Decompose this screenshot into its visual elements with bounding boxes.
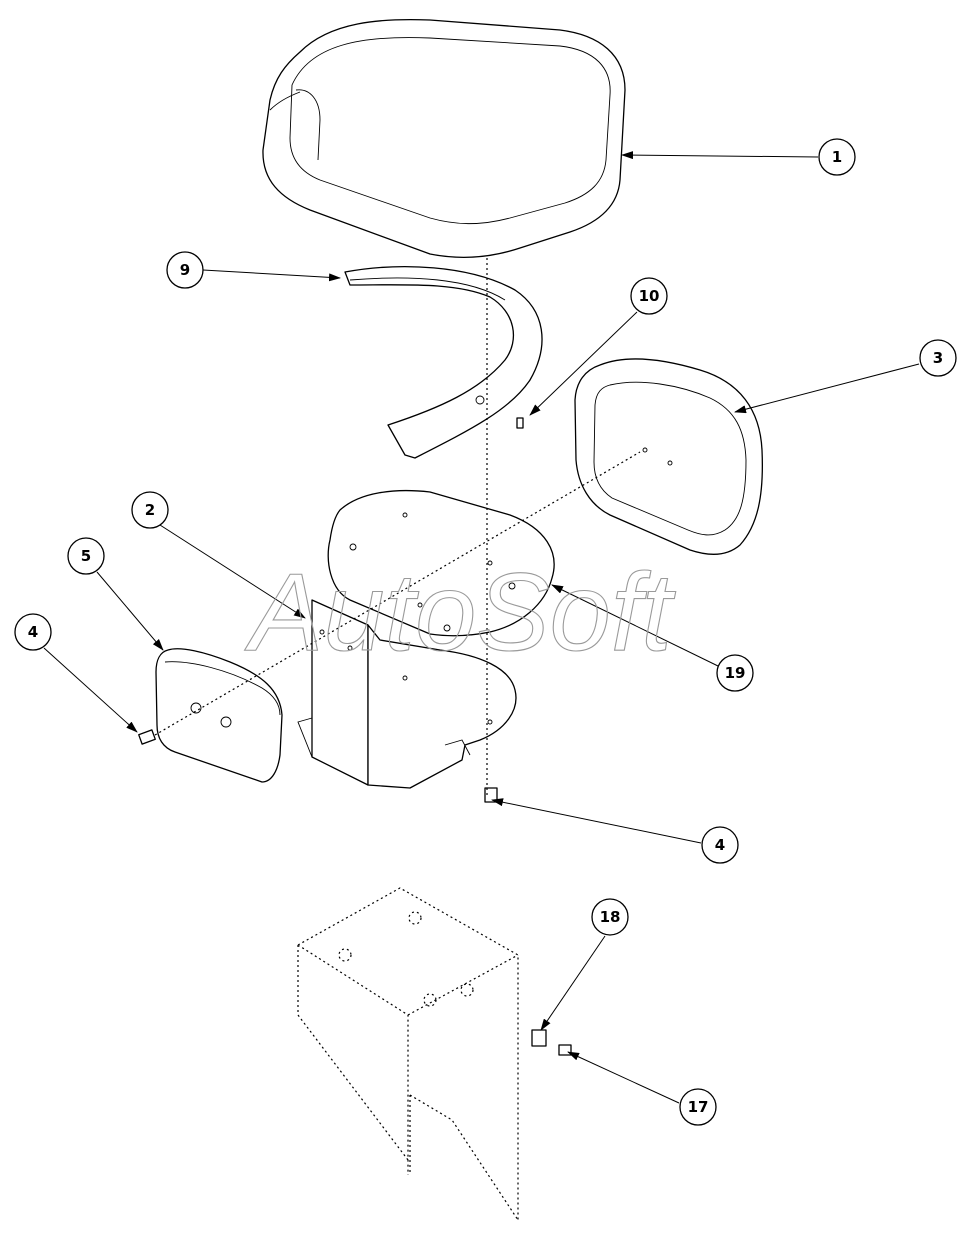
base-housing [297,887,519,1221]
callout-19: 19 [716,654,754,692]
callout-label: 3 [933,349,943,367]
callout-2: 2 [131,491,169,529]
callout-3: 3 [919,339,957,377]
watermark: AutoSoft [244,551,676,674]
clip-nut [531,1029,547,1047]
seat-cushion [262,18,626,259]
callout-label: 1 [832,148,842,166]
callout-label: 9 [180,261,190,279]
callout-label: 2 [145,501,155,519]
callout-5: 5 [67,537,105,575]
callout-18: 18 [591,898,629,936]
bolt [558,1044,572,1056]
side-panel [155,648,283,783]
callout-label: 4 [28,623,38,641]
callout-4b: 4 [701,826,739,864]
leader-lines [43,151,920,1104]
callout-9: 9 [166,251,204,289]
callout-label: 18 [600,908,621,926]
callout-4a: 4 [14,613,52,651]
screw-left [138,729,156,745]
callout-label: 5 [81,547,91,565]
backrest-pad [574,358,763,555]
callout-label: 19 [725,664,746,682]
callout-label: 4 [715,836,725,854]
callout-17: 17 [679,1088,717,1126]
callout-1: 1 [818,138,856,176]
trim-strip [344,266,543,459]
callout-label: 10 [639,287,660,305]
centerlines [154,258,641,795]
mounting-plate [327,489,555,637]
callout-label: 17 [688,1098,709,1116]
screw-small [516,417,524,429]
seat-bracket [297,599,517,789]
callout-10: 10 [630,277,668,315]
